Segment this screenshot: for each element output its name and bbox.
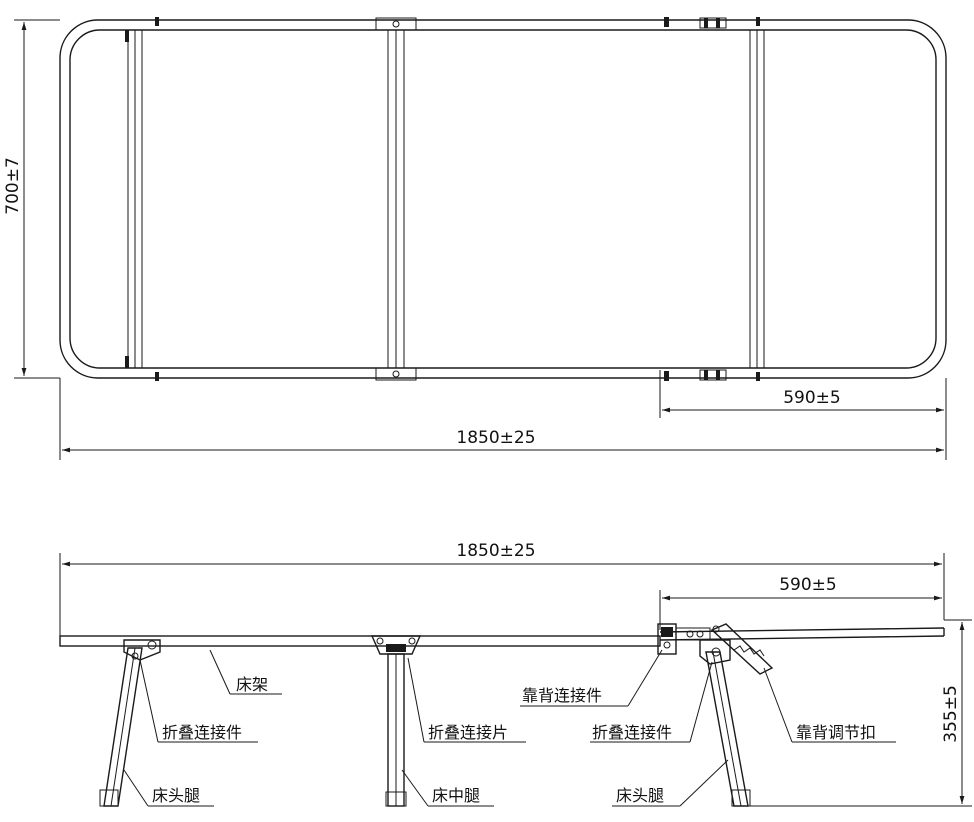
top-crossbar-right xyxy=(749,29,765,369)
label-head-leg-right: 床头腿 xyxy=(616,786,664,805)
leader-head-leg-right: 床头腿 xyxy=(612,759,729,807)
dim-height-label: 355±5 xyxy=(941,685,961,743)
dim-back-top-label: 590±5 xyxy=(783,388,841,408)
dim-length-side-label: 1850±25 xyxy=(456,541,535,561)
leader-middle-leg: 床中腿 xyxy=(401,769,494,807)
label-back-connector: 靠背连接件 xyxy=(522,686,602,705)
back-adjust-buckle-part xyxy=(710,623,774,675)
label-head-leg-left: 床头腿 xyxy=(152,786,200,805)
label-back-adjust-buckle: 靠背调节扣 xyxy=(796,723,876,742)
side-view: 1850±25 590±5 xyxy=(59,541,972,807)
left-head-leg xyxy=(99,639,161,807)
middle-leg xyxy=(370,635,422,807)
dim-height-side: 355±5 xyxy=(750,619,972,807)
side-frame-rail xyxy=(59,627,945,647)
leader-fold-connector-left: 折叠连接件 xyxy=(139,659,258,743)
dim-back-side: 590±5 xyxy=(659,575,942,630)
back-connector-part xyxy=(657,623,711,655)
label-fold-connector-left: 折叠连接件 xyxy=(162,723,242,742)
dim-length-top-label: 1850±25 xyxy=(456,428,535,448)
label-fold-connector-right: 折叠连接件 xyxy=(592,723,672,742)
label-frame: 床架 xyxy=(236,675,268,694)
dim-width-label: 700±7 xyxy=(3,157,23,215)
label-fold-plate: 折叠连接片 xyxy=(428,723,508,742)
top-crossbar-left xyxy=(125,29,143,369)
top-crossbar-middle xyxy=(375,17,417,381)
leader-back-adjust-buckle: 靠背调节扣 xyxy=(763,667,896,743)
top-frame-outer xyxy=(59,19,947,379)
top-view: 700±7 590±5 1850±25 xyxy=(3,17,947,460)
leader-fold-plate: 折叠连接片 xyxy=(407,657,526,743)
dim-length-top: 1850±25 xyxy=(59,378,947,460)
leader-back-connector: 靠背连接件 xyxy=(520,649,663,707)
label-middle-leg: 床中腿 xyxy=(432,786,480,805)
leader-fold-connector-right: 折叠连接件 xyxy=(590,661,713,743)
dim-back-side-label: 590±5 xyxy=(779,575,837,595)
dim-back-top: 590±5 xyxy=(659,370,947,418)
right-head-leg xyxy=(699,639,751,807)
dim-length-side: 1850±25 xyxy=(59,541,945,636)
top-frame-inner xyxy=(69,29,937,369)
top-frame-clips xyxy=(155,17,760,381)
leader-head-leg-left: 床头腿 xyxy=(123,769,214,807)
dim-width-top: 700±7 xyxy=(3,19,60,379)
leader-frame: 床架 xyxy=(209,649,282,695)
